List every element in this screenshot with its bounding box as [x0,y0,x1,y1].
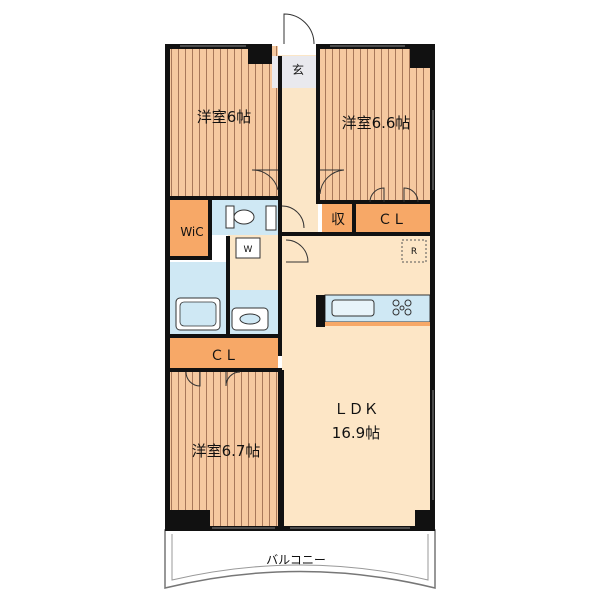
closet-left-label: ＣＬ [210,348,238,364]
entrance-label: 玄 [292,62,304,77]
wic-floor [168,200,212,258]
washer-box [235,237,261,259]
kitchen-sink-icon [331,299,375,317]
balcony-rail [171,534,429,581]
closet-left-floor [170,338,278,370]
bedroom-top-right-floor [318,46,430,202]
bedroom-bottom-left-label: 洋室6.7帖 [192,442,261,460]
bedroom-top-left-label: 洋室6帖 [197,108,252,126]
stove-icon [392,299,412,316]
ldk-size-label: 16.9帖 [332,424,380,442]
kitchen-backsplash [325,322,430,326]
closet-right-label: ＣＬ [378,212,406,228]
washbasin-bowl-icon [239,313,261,325]
wic-label: WiC [180,225,203,239]
balcony-area [164,529,436,589]
toilet-sink-icon [265,205,277,231]
windows [180,45,434,529]
bedroom-top-right-label: 洋室6.6帖 [342,114,411,132]
bathtub-inner-icon [179,301,217,327]
storage-floor [322,204,354,234]
fridge-box [401,239,427,263]
ldk-label: ＬＤＫ [333,400,378,418]
toilet-icon [225,205,255,229]
storage-label: 収 [331,212,345,228]
ldk-floor [282,235,432,528]
balcony-label: バルコニー [266,553,326,567]
fridge-label: R [411,247,417,257]
doors [185,13,419,387]
closet-right-floor [356,204,430,234]
bedroom-bottom-left-floor [168,370,280,528]
washer-label: W [244,245,253,255]
